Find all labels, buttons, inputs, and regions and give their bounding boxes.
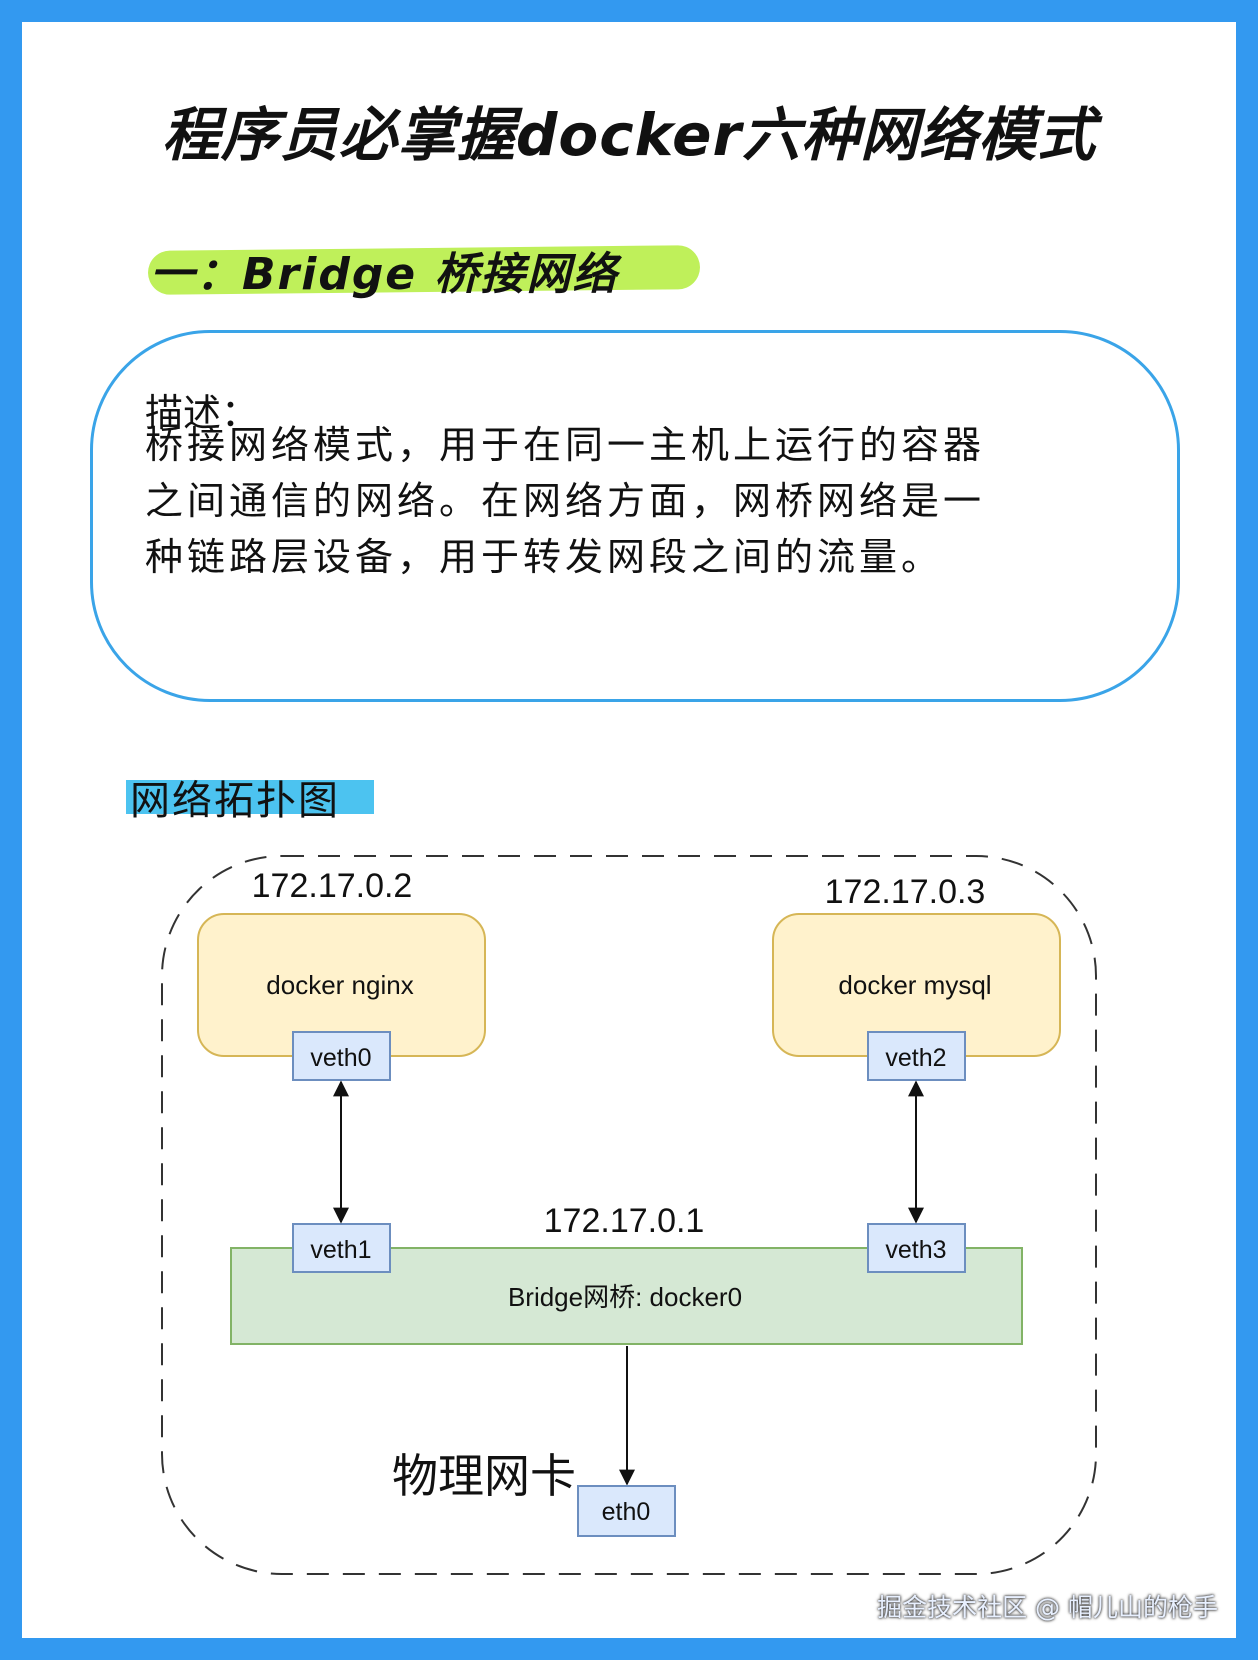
container-nginx-name: docker nginx — [266, 970, 413, 1000]
topology-title: 网络拓扑图 — [130, 778, 340, 824]
bridge-ip: 172.17.0.1 — [544, 1202, 705, 1240]
eth0-box — [577, 1485, 676, 1537]
description-box — [90, 330, 1180, 702]
watermark: 掘金技术社区 @ 帽儿山的枪手 — [877, 1593, 1218, 1622]
host-boundary — [161, 855, 1097, 1575]
container-mysql-name: docker mysql — [838, 970, 991, 1000]
description-label: 描述： — [145, 391, 260, 435]
veth2-box — [867, 1031, 966, 1081]
veth3-label: veth3 — [885, 1236, 946, 1264]
bridge-label: Bridge网桥: docker0 — [508, 1282, 742, 1312]
eth0-label: eth0 — [602, 1498, 651, 1526]
container-mysql-ip: 172.17.0.3 — [825, 873, 986, 911]
veth2-label: veth2 — [885, 1044, 946, 1072]
veth1-box — [292, 1223, 391, 1273]
physical-nic-label: 物理网卡 — [392, 1449, 576, 1503]
veth3-box — [867, 1223, 966, 1273]
description-line-2: 之间通信的网络。在网络方面，网桥网络是一 — [145, 479, 986, 523]
section-title: 一：Bridge 桥接网络 — [150, 249, 619, 300]
container-nginx-ip: 172.17.0.2 — [252, 867, 413, 905]
veth0-box — [292, 1031, 391, 1081]
page-title: 程序员必掌握docker六种网络模式 — [161, 101, 1097, 169]
description-line-1: 桥接网络模式，用于在同一主机上运行的容器 — [145, 423, 986, 467]
veth0-label: veth0 — [310, 1044, 371, 1072]
veth1-label: veth1 — [310, 1236, 371, 1264]
topology-highlight — [126, 780, 374, 814]
description-line-3: 种链路层设备，用于转发网段之间的流量。 — [145, 535, 944, 579]
